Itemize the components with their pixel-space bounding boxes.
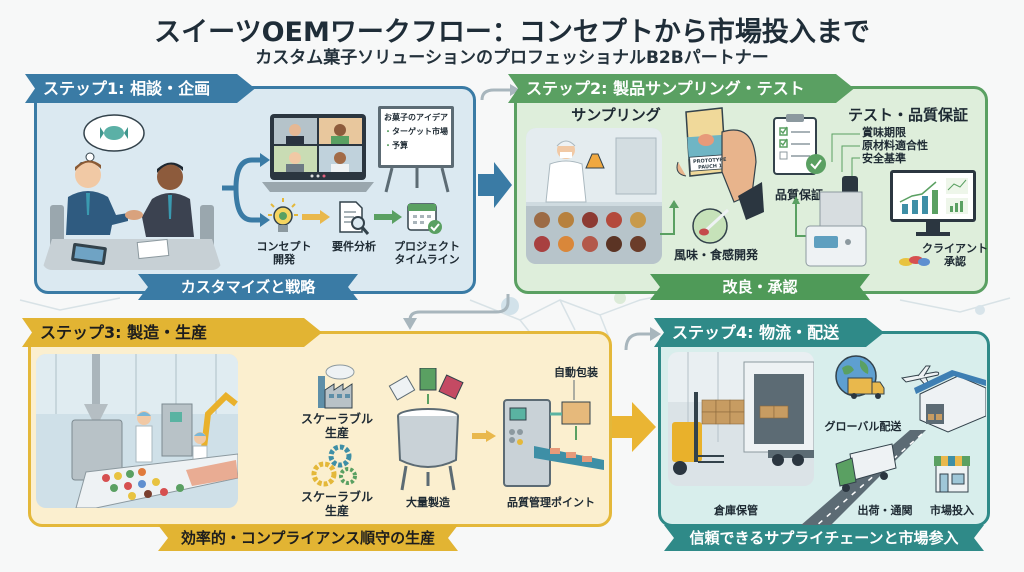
page-title: スイーツOEMワークフロー：コンセプトから市場投入まで [154, 17, 870, 48]
client-approval-line: クライアント [922, 242, 988, 255]
client-approval-line: 承認 [944, 255, 966, 269]
flow-label-timeline: プロジェクト タイムライン [390, 240, 464, 266]
test-items-list: 賞味期限 原材料適合性 安全基準 [862, 126, 928, 165]
scalable-label-line: スケーラブル [300, 412, 373, 426]
test-item: 原材料適合性 [862, 139, 928, 152]
packaging-machine-icon [503, 380, 604, 487]
road-distribution-illustration [800, 370, 986, 526]
whiteboard-stand [384, 168, 450, 193]
sampling-label: サンプリング [571, 106, 661, 124]
candy-samples-icon [899, 256, 930, 266]
scalable-label-line: 生産 [324, 504, 349, 519]
curved-arrow-step2-to-step3 [403, 294, 510, 330]
factory-icon [318, 364, 355, 409]
step2-tag: ステップ2: 製品サンプリング・テスト [508, 74, 854, 103]
step4-tag: ステップ4: 物流・配送 [654, 318, 884, 347]
shipping-customs-label: 出荷・通関 [857, 504, 913, 517]
arrow-right-icon [374, 210, 402, 224]
whiteboard-bullet: ターゲット市場 [392, 126, 448, 136]
thought-bubble-candy-icon [79, 114, 145, 168]
flow-label-requirements: 要件分析 [332, 240, 376, 253]
gears-icon [311, 444, 357, 487]
flow-label-line: コンセプト [256, 240, 312, 253]
mass-production-label: 大量製造 [406, 496, 450, 509]
calendar-check-icon [407, 203, 442, 234]
global-delivery-icon [835, 355, 885, 399]
qc-point-label: 品質管理ポイント [507, 496, 595, 509]
auto-packaging-label: 自動包装 [554, 366, 598, 379]
quality-assurance-label: 品質保証 [774, 188, 823, 202]
scalable-label-line: 生産 [324, 426, 349, 441]
step1-ribbon: カスタマイズと戦略 [138, 274, 358, 300]
arrow-step1-to-step2 [478, 162, 512, 208]
flow-label-line: タイムライン [394, 253, 460, 267]
market-launch-label: 市場投入 [930, 504, 974, 517]
global-delivery-label: グローバル配送 [824, 420, 902, 433]
whiteboard-bullet: 予算 [392, 140, 408, 150]
step3-ribbon: 効率的・コンプライアンス順守の生産 [158, 525, 458, 551]
document-search-icon [339, 201, 370, 235]
arrow-right-icon [302, 210, 330, 224]
prototype-package-in-hand [676, 107, 764, 220]
test-item: 賞味期限 [862, 126, 906, 139]
step2-ribbon: 改良・承認 [650, 274, 870, 300]
network-node [614, 292, 626, 304]
test-item: 安全基準 [862, 152, 906, 165]
page-subtitle: カスタム菓子ソリューションのプロフェッショナルB2Bパートナー [255, 48, 769, 68]
step4-ribbon: 信頼できるサプライチェーンと市場参入 [664, 525, 984, 551]
scalable-production-label-2: スケーラブル 生産 [298, 490, 376, 519]
prototype-package-label: PROTOTYPE PAUCH 1 [692, 156, 727, 171]
testing-qa-heading: テスト・品質保証 [847, 106, 968, 124]
arrow-up-icon [660, 200, 679, 235]
flow-label-line: プロジェクト [394, 240, 460, 253]
warehouse-loading-illustration [668, 352, 814, 486]
checklist-clipboard-icon [773, 114, 826, 175]
warehouse-storage-label: 倉庫保管 [714, 504, 758, 517]
bracket-arrows [222, 153, 270, 227]
market-store-icon [934, 456, 970, 493]
whiteboard: お菓子のアイデア ・ターゲット市場 ・予算 [378, 106, 454, 168]
testing-machine-icon [792, 133, 867, 267]
scalable-label-line: スケーラブル [300, 490, 373, 504]
lab-sampling-illustration [526, 128, 662, 264]
flavor-texture-label: 風味・食感開発 [673, 248, 758, 262]
lightbulb-concept-icon [268, 198, 298, 232]
arrow-step3-to-step4 [612, 402, 656, 452]
analytics-monitor-icon [890, 170, 976, 236]
factory-production-line-illustration [36, 354, 238, 508]
curved-arrow-into-step4 [624, 327, 661, 351]
laptop-video-call-icon [262, 114, 374, 192]
client-approval-label: クライアント 承認 [920, 242, 990, 268]
curved-arrow-into-step2 [480, 84, 520, 101]
step3-tag: ステップ3: 製造・生産 [22, 318, 322, 347]
flow-label-concept: コンセプト 開発 [250, 240, 318, 266]
business-meeting-illustration [42, 105, 222, 270]
mixing-vat-icon [388, 368, 464, 491]
arrow-right-icon [472, 430, 496, 442]
flow-label-line: 開発 [273, 253, 295, 267]
tasting-spoon-bowl-icon [692, 208, 730, 244]
step1-tag: ステップ1: 相談・企画 [25, 74, 255, 103]
whiteboard-heading: お菓子のアイデア [384, 113, 448, 122]
scalable-production-label: スケーラブル 生産 [298, 412, 376, 441]
network-node [975, 305, 985, 315]
